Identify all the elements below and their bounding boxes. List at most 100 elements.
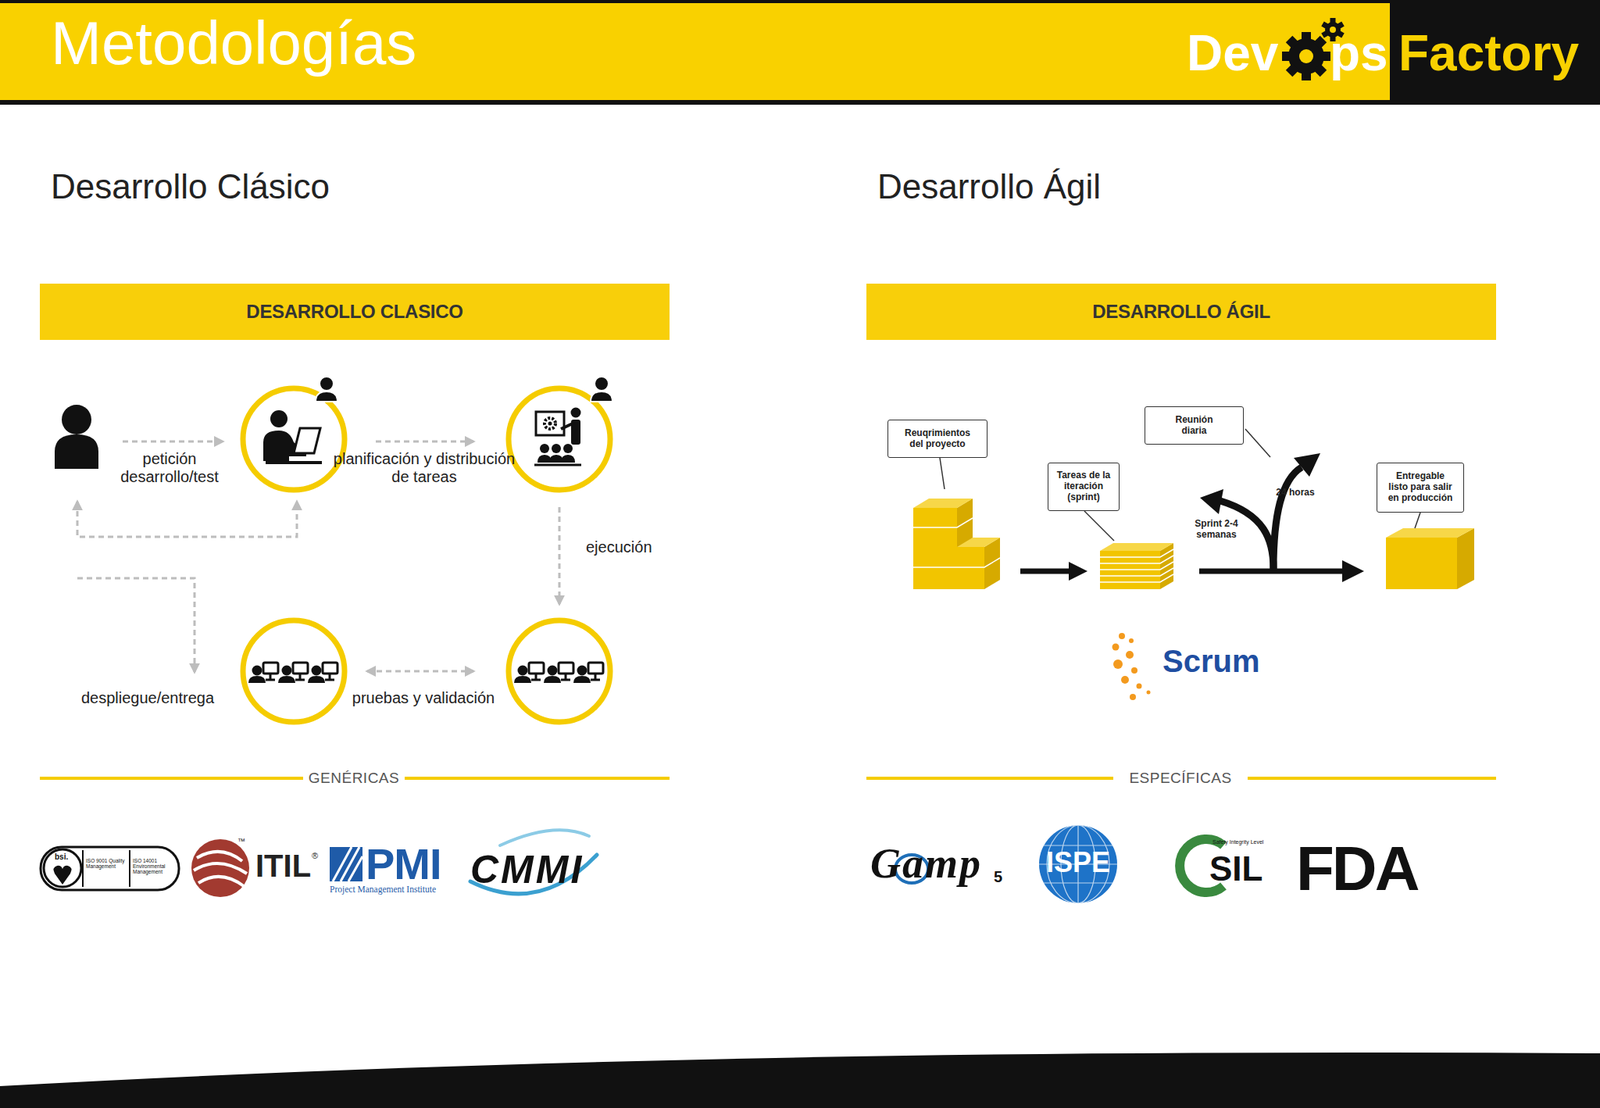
bsi-logo-part [53,865,72,885]
requirements-stack-part [913,517,1000,568]
execution-circle [508,620,611,722]
scrum-dots-part [1136,683,1143,690]
testing-circle-part [248,662,279,683]
logo-gear-part-part [1330,17,1336,24]
ispe-globe-part-part [1039,825,1118,904]
logo-text: CMMI [470,850,584,890]
section-heading: Desarrollo Ágil [877,167,1101,208]
scrum-dots-part [1125,650,1134,659]
section-rules-part [1247,776,1497,780]
logo-word: Factory [1398,28,1579,79]
logo-text: ISO 9001 Quality Management [85,857,125,869]
flow-arrows [1020,453,1365,583]
sprint-task-stack-part [1100,549,1174,583]
planning-circle-part [544,417,556,429]
flow-arrows-part [1199,568,1346,575]
flow-arrows-part [1293,453,1321,477]
logo-word: ps [1329,28,1389,79]
logo-black-box [1389,0,1600,104]
planning-circle-part [537,454,575,463]
requirements-stack-part [913,546,985,590]
logo-text: ISO 14001 Environmental Management [132,857,175,875]
flow-arrows-part [1068,561,1088,581]
developer-circle-part [270,410,288,428]
scrum-dots-part [1118,632,1125,640]
dashed-flow-arrows-part [375,440,474,443]
scrum-dots-part [1129,693,1136,700]
section-band: DESARROLLO ÁGIL [866,283,1497,340]
pmi-logo-part [332,846,363,882]
slide-title: Metodologías [50,12,417,74]
testing-circle-part [307,662,338,683]
ispe-globe-part [1039,825,1118,904]
callout-leaders-part [939,457,945,490]
scrum-dots-part [1113,659,1123,669]
requirements-stack [913,498,1000,590]
dashed-flow-arrows-part [122,440,223,443]
deliverable-cube-part [1457,528,1475,590]
pmi-logo [329,846,363,882]
planning-circle-part [508,388,611,490]
callout-leaders [939,428,1421,541]
callout-box: Entregable listo para salir en producció… [1376,462,1465,513]
flow-step-label: petición desarrollo/test [99,450,240,486]
deliverable-cube [1385,528,1475,590]
flow-arrows-part [1200,489,1224,515]
planning-circle-part [563,443,573,454]
header-band [0,0,1600,102]
section-rules-part [39,776,304,780]
testing-circle [242,620,345,722]
dashed-flow-arrows-part [558,507,561,604]
planning-circle-part [539,443,550,454]
developer-circle-part [315,376,338,402]
planning-circle-part [548,421,553,426]
planning-circle-part [590,376,613,402]
logo-text: Scrum [1162,645,1261,677]
logo-gear-part-part [1299,49,1314,64]
itil-logo-part [193,863,247,874]
callout-leaders-part [1245,428,1271,458]
requester-icon [54,404,99,469]
dashed-flow-arrows-part [77,501,297,537]
planning-circle-part [551,443,561,454]
callout-box: Reuqrimientos del proyecto [887,419,988,458]
bsi-logo [40,846,179,890]
testing-circle-part [278,662,308,683]
logo-text: SIL [1209,851,1263,886]
logo-text: PMI [365,842,442,886]
itil-logo-part [198,876,244,886]
logo-gear-part [1282,32,1331,81]
logo-gear-part-part [1321,30,1329,39]
sprint-task-stack-part [1100,542,1174,551]
scrum-dots-part [1121,675,1129,684]
band-title: DESARROLLO ÁGIL [1092,300,1271,323]
itil-logo-part [191,839,250,897]
itil-logo-part [196,851,243,861]
logo-gear-part-part [1285,63,1300,77]
developer-circle [242,376,345,490]
logo-text: ISPE [1039,848,1118,877]
testing-circle-part [242,620,345,722]
pmi-logo-part [329,846,363,882]
logo-gear-part-part [1301,71,1311,81]
planning-circle-part [571,407,582,418]
logo-gear-part-part [1285,35,1300,50]
planning-circle-part [535,411,565,436]
logo-text: ITIL [255,850,311,882]
section-heading: Desarrollo Clásico [50,167,330,208]
section-rules-part [866,776,1114,780]
flow-arrows-part [1342,560,1365,583]
flow-arrows-part [1020,568,1072,575]
logo-text: Gamp [870,842,983,885]
bsi-logo-part [43,849,82,887]
developer-circle-part [265,460,322,465]
cmmi-logo [470,829,597,894]
deliverable-cube-part [1385,528,1475,538]
requirements-stack-part [913,498,973,508]
developer-circle-part [293,428,321,454]
itil-logo [191,839,250,897]
logo-gear-part-part [1301,32,1311,42]
developer-circle-part [242,388,345,490]
